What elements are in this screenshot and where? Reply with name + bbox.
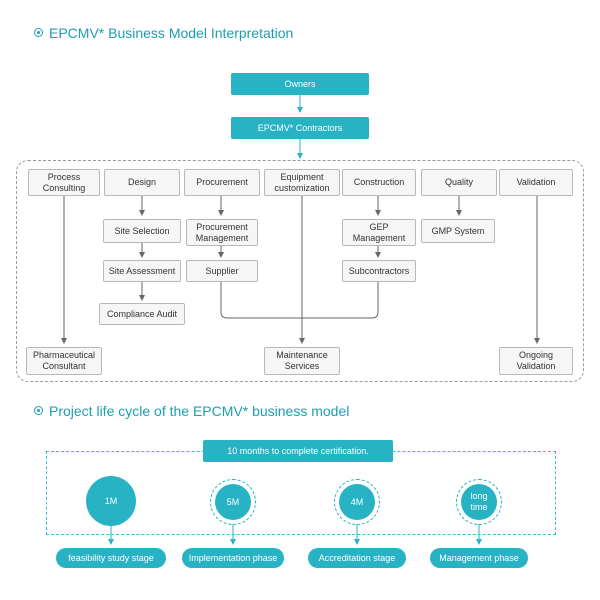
- procurement-management-box: Procurement Management: [186, 219, 258, 246]
- contractors-box: EPCMV* Contractors: [231, 117, 369, 139]
- pharmaceutical-consultant-box: Pharmaceutical Consultant: [26, 347, 102, 375]
- lifecycle-section-title-text: Project life cycle of the EPCMV* busines…: [49, 403, 350, 419]
- stage-3-label: Accreditation stage: [308, 548, 406, 568]
- stage-2-circle: 5M: [215, 484, 251, 520]
- maintenance-services-box: Maintenance Services: [264, 347, 340, 375]
- stage-2-label: Implementation phase: [182, 548, 284, 568]
- procurement-box: Procurement: [184, 169, 260, 196]
- stage-3-ring: [334, 479, 380, 525]
- site-selection-box: Site Selection: [103, 219, 181, 243]
- stage-3-circle: 4M: [339, 484, 375, 520]
- ongoing-validation-box: Ongoing Validation: [499, 347, 573, 375]
- equipment-customization-box: Equipment customization: [264, 169, 340, 196]
- site-assessment-box: Site Assessment: [103, 260, 181, 282]
- stage-4-ring: [456, 479, 502, 525]
- design-box: Design: [104, 169, 180, 196]
- construction-box: Construction: [342, 169, 416, 196]
- process-consulting-box: Process Consulting: [28, 169, 100, 196]
- stage-4-label: Management phase: [430, 548, 528, 568]
- bullet-icon: [34, 406, 43, 415]
- model-frame: [16, 160, 584, 382]
- supplier-subcontractor-bracket: [220, 282, 379, 319]
- stage-4-circle: long time: [461, 484, 497, 520]
- model-section-title: EPCMV* Business Model Interpretation: [34, 25, 293, 41]
- validation-box: Validation: [499, 169, 573, 196]
- lifecycle-section-title: Project life cycle of the EPCMV* busines…: [34, 403, 349, 419]
- subcontractors-box: Subcontractors: [342, 260, 416, 282]
- gep-management-box: GEP Management: [342, 219, 416, 246]
- bullet-icon: [34, 28, 43, 37]
- stage-1-label: feasibility study stage: [56, 548, 166, 568]
- owners-box: Owners: [231, 73, 369, 95]
- stage-1-circle: 1M: [86, 476, 136, 526]
- certification-banner: 10 months to complete certification.: [203, 440, 393, 462]
- gmp-system-box: GMP System: [421, 219, 495, 243]
- model-section-title-text: EPCMV* Business Model Interpretation: [49, 25, 294, 41]
- supplier-box: Supplier: [186, 260, 258, 282]
- quality-box: Quality: [421, 169, 497, 196]
- compliance-audit-box: Compliance Audit: [99, 303, 185, 325]
- stage-2-ring: [210, 479, 256, 525]
